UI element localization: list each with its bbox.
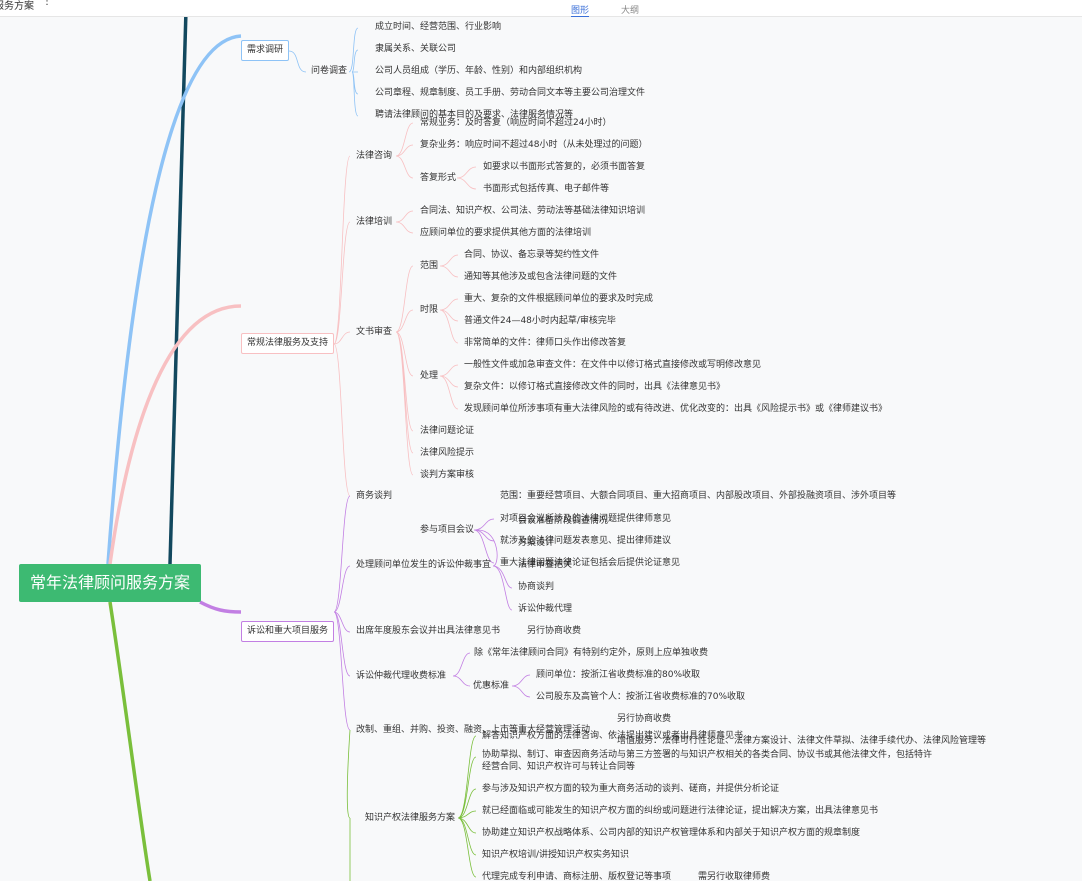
document-title[interactable]: 服务方案 — [0, 1, 34, 12]
leaf-shareholder-fee[interactable]: 另行协商收费 — [527, 626, 582, 636]
leaf-ip-5[interactable]: 知识产权培训/讲授知识产权实务知识 — [482, 850, 630, 860]
node-handle-litigation[interactable]: 处理顾问单位发生的诉讼仲裁事宜 — [356, 560, 492, 570]
leaf-handle-2[interactable]: 发现顾问单位所涉事项有重大法律风险的或有待改进、优化改变的：出具《风险提示书》或… — [464, 404, 888, 414]
root-node[interactable]: 常年法律顾问服务方案 — [19, 564, 201, 602]
leaf-fee-note[interactable]: 除《常年法律顾问合同》有特别约定外，原则上应单独收费 — [474, 648, 709, 658]
node-regular-legal-service[interactable]: 常规法律服务及支持 — [241, 333, 335, 354]
node-document-review[interactable]: 文书审查 — [356, 327, 393, 337]
more-menu-icon[interactable]: ⋮ — [42, 0, 52, 7]
leaf-ip-4[interactable]: 协助建立知识产权战略体系、公司内部的知识产权管理体系和内部关于知识产权方面的规章… — [482, 828, 861, 838]
leaf-legal-argument[interactable]: 法律问题论证 — [420, 426, 475, 436]
leaf-handle-1[interactable]: 复杂文件：以修订格式直接修改文件的同时，出具《法律意见书》 — [464, 382, 726, 392]
node-shareholder-meeting[interactable]: 出席年度股东会议并出具法律意见书 — [356, 626, 501, 636]
leaf-ip-1[interactable]: 经营合同、知识产权许可与转让合同等 — [482, 762, 636, 772]
node-reply-form[interactable]: 答复形式 — [420, 173, 457, 183]
leaf-training-0[interactable]: 合同法、知识产权、公司法、劳动法等基础法律知识培训 — [420, 206, 646, 216]
leaf-meeting-overlay-1[interactable]: 方案设计 — [518, 538, 555, 548]
node-legal-consult[interactable]: 法律咨询 — [356, 151, 393, 161]
leaf-meeting-1[interactable]: 就涉及的法律问题发表意见、提出律师建议 — [500, 536, 672, 546]
leaf-b1-0[interactable]: 成立时间、经营范围、行业影响 — [375, 22, 502, 32]
leaf-reply-0[interactable]: 如要求以书面形式答复的，必须书面答复 — [483, 162, 646, 172]
leaf-scope-1[interactable]: 通知等其他涉及或包含法律问题的文件 — [464, 272, 618, 282]
leaf-meeting-overlay-2[interactable]: 法律审查把关 — [518, 560, 573, 570]
leaf-discount-1[interactable]: 公司股东及高管个人：按浙江省收费标准的70%收取 — [536, 692, 746, 702]
tab-outline[interactable]: 大纲 — [621, 6, 640, 16]
node-discount[interactable]: 优惠标准 — [473, 681, 510, 691]
leaf-ip-consult[interactable]: 解答知识产权方面的法律咨询、依法提出建议或者出具律师意见书 — [482, 731, 744, 741]
leaf-negotiation-scope[interactable]: 范围：重要经营项目、大额合同项目、重大招商项目、内部股改项目、外部投融资项目、涉… — [500, 491, 897, 501]
leaf-b1-1[interactable]: 隶属关系、关联公司 — [375, 44, 457, 54]
leaf-ip-2[interactable]: 参与涉及知识产权方面的较为重大商务活动的谈判、磋商，并提供分析论证 — [482, 784, 780, 794]
leaf-training-1[interactable]: 应顾问单位的要求提供其他方面的法律培训 — [420, 228, 592, 238]
leaf-merge-fee[interactable]: 另行协商收费 — [617, 714, 672, 724]
leaf-ip-6[interactable]: 代理完成专利申请、商标注册、版权登记等事项 — [482, 872, 672, 882]
node-business-negotiation[interactable]: 商务谈判 — [356, 491, 393, 501]
node-project-meeting[interactable]: 参与项目会议 — [420, 525, 475, 535]
leaf-consult-1[interactable]: 复杂业务：响应时间不超过48小时（从未处理过的问题） — [420, 140, 648, 150]
leaf-ip-3[interactable]: 就已经面临或可能发生的知识产权方面的纠纷或问题进行法律论证，提出解决方案，出具法… — [482, 806, 879, 816]
leaf-risk-warning[interactable]: 法律风险提示 — [420, 448, 475, 458]
leaf-b1-4[interactable]: 聘请法律顾问的基本目的及要求、法律服务情况等 — [375, 110, 574, 120]
leaf-ip-fee[interactable]: 需另行收取律师费 — [698, 872, 771, 882]
node-fee-standard[interactable]: 诉讼仲裁代理收费标准 — [356, 671, 447, 681]
top-toolbar: 服务方案 ⋮ 图形 大纲 — [0, 0, 1082, 17]
node-review-handle[interactable]: 处理 — [420, 371, 439, 381]
leaf-b1-3[interactable]: 公司章程、规章制度、员工手册、劳动合同文本等主要公司治理文件 — [375, 88, 646, 98]
leaf-handle-0[interactable]: 一般性文件或加急审查文件：在文件中以修订格式直接修改或写明修改意见 — [464, 360, 762, 370]
node-review-scope[interactable]: 范围 — [420, 261, 439, 271]
leaf-discount-0[interactable]: 顾问单位：按浙江省收费标准的80%收取 — [536, 670, 701, 680]
node-review-limit[interactable]: 时限 — [420, 305, 439, 315]
leaf-meeting-2[interactable]: 重大法律问题法律论证包括会后提供论证意见 — [500, 558, 681, 568]
leaf-scope-0[interactable]: 合同、协议、备忘录等契约性文件 — [464, 250, 600, 260]
leaf-limit-1[interactable]: 普通文件24—48小时内起草/审核完毕 — [464, 316, 616, 326]
leaf-consult-0[interactable]: 常规业务：及时答复（响应时间不超过24小时） — [420, 118, 612, 128]
node-ip-service[interactable]: 知识产权法律服务方案 — [365, 813, 456, 823]
node-needs-research[interactable]: 需求调研 — [241, 40, 290, 61]
tab-graph[interactable]: 图形 — [571, 3, 590, 17]
leaf-limit-0[interactable]: 重大、复杂的文件根据顾问单位的要求及时完成 — [464, 294, 654, 304]
node-restructure[interactable]: 改制、重组、并购、投资、融资、上市等重大经营管理活动 — [356, 725, 591, 735]
node-legal-training[interactable]: 法律培训 — [356, 217, 393, 227]
leaf-limit-2[interactable]: 非常简单的文件：律师口头作出修改答复 — [464, 338, 627, 348]
leaf-value-added[interactable]: 增值服务：法律可行性论证、法律方案设计、法律文件草拟、法律手续代办、法律风险管理… — [617, 736, 987, 746]
leaf-litigation-0[interactable]: 协商谈判 — [518, 582, 555, 592]
leaf-litigation-1[interactable]: 诉讼仲裁代理 — [518, 604, 573, 614]
leaf-negotiation-review[interactable]: 谈判方案审核 — [420, 470, 475, 480]
leaf-meeting-0[interactable]: 对项目会议所涉及的法律问题提供律师意见 — [500, 514, 672, 524]
node-questionnaire[interactable]: 问卷调查 — [311, 66, 348, 76]
leaf-ip-0[interactable]: 协助草拟、制订、审查因商务活动与第三方签署的与知识产权相关的各类合同、协议书或其… — [482, 750, 933, 760]
leaf-b1-2[interactable]: 公司人员组成（学历、年龄、性别）和内部组织机构 — [375, 66, 583, 76]
leaf-meeting-overlay-0[interactable]: 会议准备阶段调查情况 — [518, 516, 609, 526]
leaf-reply-1[interactable]: 书面形式包括传真、电子邮件等 — [483, 184, 610, 194]
node-litigation-major-projects[interactable]: 诉讼和重大项目服务 — [241, 621, 335, 642]
